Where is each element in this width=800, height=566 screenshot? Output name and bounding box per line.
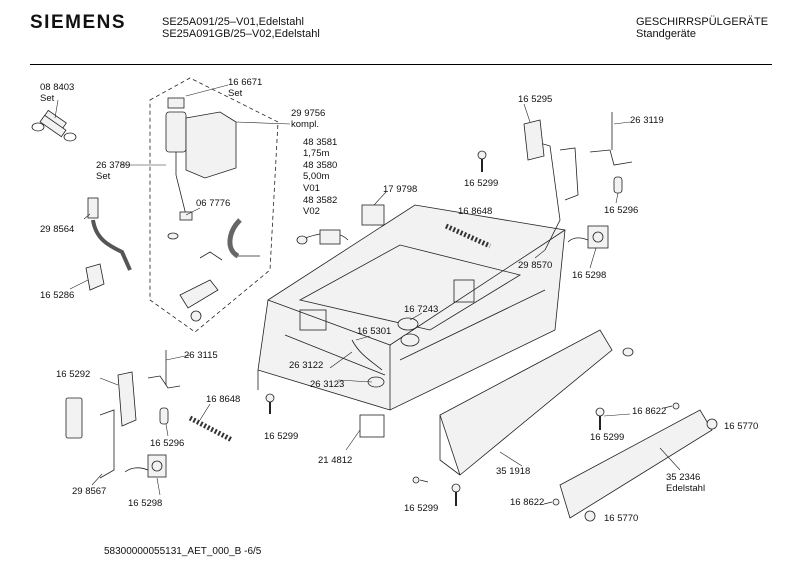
model-line-1: SE25A091/25–V01,Edelstahl	[162, 16, 304, 28]
label-set-3: Set	[96, 171, 111, 182]
label-263115: 26 3115	[184, 350, 218, 361]
screw-168622a	[663, 402, 680, 410]
label-298570: 29 8570	[518, 260, 552, 271]
screw-165299e	[412, 476, 429, 484]
label-298564: 29 8564	[40, 224, 74, 235]
category-subtitle: Standgeräte	[636, 28, 696, 40]
cable-connector	[319, 229, 341, 245]
label-299756: 29 9756	[291, 108, 325, 119]
label-263122: 26 3122	[289, 360, 323, 371]
plinth-351918	[439, 329, 613, 476]
cap-165770b	[584, 510, 596, 522]
hinge-165298b	[124, 454, 167, 478]
category-title: GESCHIRRSPÜLGERÄTE	[636, 16, 769, 28]
corrugated-hose	[87, 197, 132, 271]
screw-168622b	[543, 498, 560, 506]
label-edelstahl: Edelstahl	[666, 483, 705, 494]
clamp	[85, 263, 105, 291]
screw-165299b	[265, 393, 275, 414]
kit-outline	[149, 77, 279, 333]
label-298567: 29 8567	[72, 486, 106, 497]
label-168622b: 16 8622	[510, 497, 544, 508]
label-263789: 26 3789	[96, 160, 130, 171]
bracket-298567	[99, 409, 115, 479]
label-263119: 26 3119	[630, 115, 664, 126]
kit-bracket	[179, 279, 219, 309]
float	[400, 333, 420, 347]
label-len-175: 1,75m	[303, 148, 329, 159]
cable-plug	[296, 235, 308, 245]
right-bracket	[523, 112, 633, 251]
clip-165296a	[613, 176, 623, 194]
model-line-2: SE25A091GB/25–V02,Edelstahl	[162, 28, 320, 40]
base-frame	[257, 204, 566, 438]
clip-165296b	[159, 407, 169, 425]
label-165770a: 16 5770	[724, 421, 758, 432]
brand-logo: SIEMENS	[30, 12, 127, 33]
label-set-1: Set	[40, 93, 55, 104]
label-168648b: 16 8648	[206, 394, 240, 405]
hinge-165298a	[567, 225, 609, 249]
plug-cap	[622, 347, 634, 357]
part-179798	[361, 204, 385, 226]
label-165299a: 16 5299	[464, 178, 498, 189]
label-168648a: 16 8648	[458, 206, 492, 217]
label-165298a: 16 5298	[572, 270, 606, 281]
label-165770b: 16 5770	[604, 513, 638, 524]
label-165292: 16 5292	[56, 369, 90, 380]
hose-clips	[31, 109, 77, 142]
document-footer: 58300000055131_AET_000_B -6/5	[104, 546, 262, 557]
spring-rail-168648a	[444, 223, 492, 249]
label-165299c: 16 5299	[404, 503, 438, 514]
label-165301: 16 5301	[357, 326, 391, 337]
label-067776: 06 7776	[196, 198, 230, 209]
screw-165299c	[595, 407, 605, 430]
label-352346: 35 2346	[666, 472, 700, 483]
header-divider	[30, 64, 772, 65]
water-inlet-valve	[165, 97, 237, 240]
label-263123: 26 3123	[310, 379, 344, 390]
label-165286: 16 5286	[40, 290, 74, 301]
label-483581: 48 3581	[303, 137, 337, 148]
label-v01: V01	[303, 183, 320, 194]
cap-165770a	[706, 418, 718, 430]
plinth-352346	[559, 409, 713, 519]
label-179798: 17 9798	[383, 184, 417, 195]
left-bracket	[117, 350, 181, 427]
seal-ring	[397, 317, 419, 331]
label-483582: 48 3582	[303, 195, 337, 206]
kit-grommet	[190, 310, 202, 322]
label-167243: 16 7243	[404, 304, 438, 315]
label-kompl: kompl.	[291, 119, 319, 130]
label-214812: 21 4812	[318, 455, 352, 466]
label-165299d: 16 5299	[590, 432, 624, 443]
label-483580: 48 3580	[303, 160, 337, 171]
label-166671: 16 6671	[228, 77, 262, 88]
label-165296a: 16 5296	[604, 205, 638, 216]
label-168622a: 16 8622	[632, 406, 666, 417]
label-v02: V02	[303, 206, 320, 217]
label-set-2: Set	[228, 88, 243, 99]
label-165295: 16 5295	[518, 94, 552, 105]
leader-lines	[54, 84, 681, 496]
label-088403: 08 8403	[40, 82, 74, 93]
label-165298b: 16 5298	[128, 498, 162, 509]
kit-hose	[227, 218, 242, 259]
label-len-500: 5,00m	[303, 171, 329, 182]
label-165299b: 16 5299	[264, 431, 298, 442]
kit-clip	[199, 251, 223, 261]
screw-165299d	[451, 483, 461, 506]
central-cable	[351, 339, 383, 371]
spring-rail-168648b	[188, 415, 234, 443]
cover-165292	[65, 397, 83, 439]
screw-165299a	[477, 150, 487, 172]
label-351918: 35 1918	[496, 466, 530, 477]
label-165296b: 16 5296	[150, 438, 184, 449]
